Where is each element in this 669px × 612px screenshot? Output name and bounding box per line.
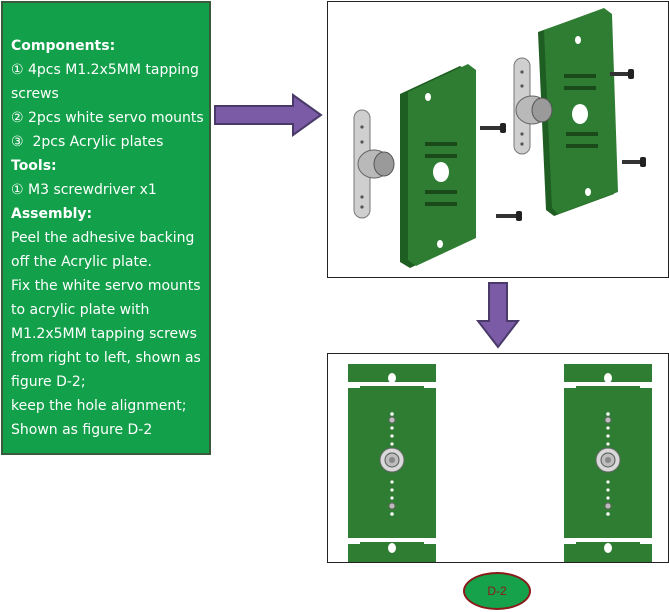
assembled-view-frame bbox=[327, 353, 669, 563]
instruction-text: Components: ① 4pcs M1.2x5MM tapping scre… bbox=[11, 34, 211, 442]
line-9: off the Acrylic plate. bbox=[11, 254, 152, 270]
acrylic-plate-right bbox=[538, 8, 618, 216]
line-4: ③ 2pcs Acrylic plates bbox=[11, 134, 164, 150]
acrylic-plate-left bbox=[400, 64, 476, 268]
assembled-view-illustration bbox=[347, 363, 653, 563]
line-1: ① 4pcs M1.2x5MM tapping bbox=[11, 62, 199, 78]
servo-mount-left bbox=[353, 109, 395, 219]
exploded-view-illustration bbox=[353, 8, 646, 268]
servo-mount-right bbox=[513, 57, 553, 155]
line-5: Tools: bbox=[11, 158, 57, 174]
instruction-panel bbox=[1, 1, 211, 455]
line-6: ① M3 screwdriver x1 bbox=[11, 182, 157, 198]
line-8: Peel the adhesive backing bbox=[11, 230, 195, 246]
line-15: keep the hole alignment; bbox=[11, 398, 187, 414]
figure-label: D-2 bbox=[463, 572, 531, 610]
assembled-plate-left bbox=[347, 363, 437, 563]
line-10: Fix the white servo mounts bbox=[11, 278, 201, 294]
line-2: screws bbox=[11, 86, 59, 102]
assembled-plate-right bbox=[563, 363, 653, 563]
line-12: M1.2x5MM tapping screws bbox=[11, 326, 197, 342]
line-7: Assembly: bbox=[11, 206, 93, 222]
down-arrow-icon bbox=[476, 282, 520, 349]
line-13: from right to left, shown as bbox=[11, 350, 201, 366]
exploded-view-frame bbox=[327, 1, 669, 278]
figure-label-text: D-2 bbox=[487, 584, 507, 598]
line-16: Shown as figure D-2 bbox=[11, 422, 153, 438]
line-11: to acrylic plate with bbox=[11, 302, 150, 318]
right-arrow-icon bbox=[214, 93, 323, 137]
line-3: ② 2pcs white servo mounts bbox=[11, 110, 204, 126]
screw-icon bbox=[480, 69, 646, 221]
line-0: Components: bbox=[11, 38, 116, 54]
line-14: figure D-2; bbox=[11, 374, 86, 390]
